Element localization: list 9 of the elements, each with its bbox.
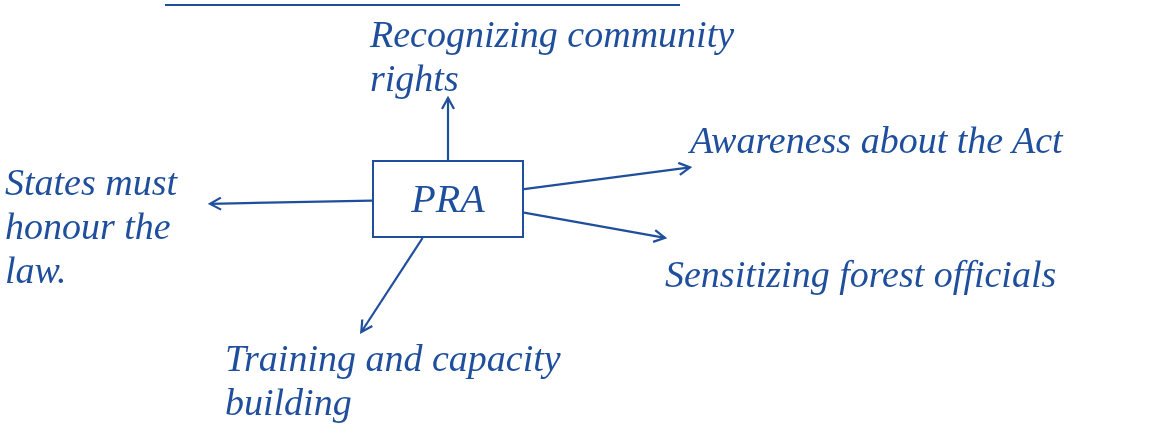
process-box: PRA — [372, 160, 524, 238]
arrow — [360, 237, 424, 334]
node-text: States must honour the law. — [5, 146, 210, 306]
node-text: Sensitizing forest officials — [665, 226, 1150, 322]
arrow — [523, 211, 667, 243]
arrow — [440, 96, 456, 160]
arrow — [523, 161, 692, 191]
arrow — [208, 196, 373, 211]
node-text: Training and capacity building — [225, 332, 655, 428]
